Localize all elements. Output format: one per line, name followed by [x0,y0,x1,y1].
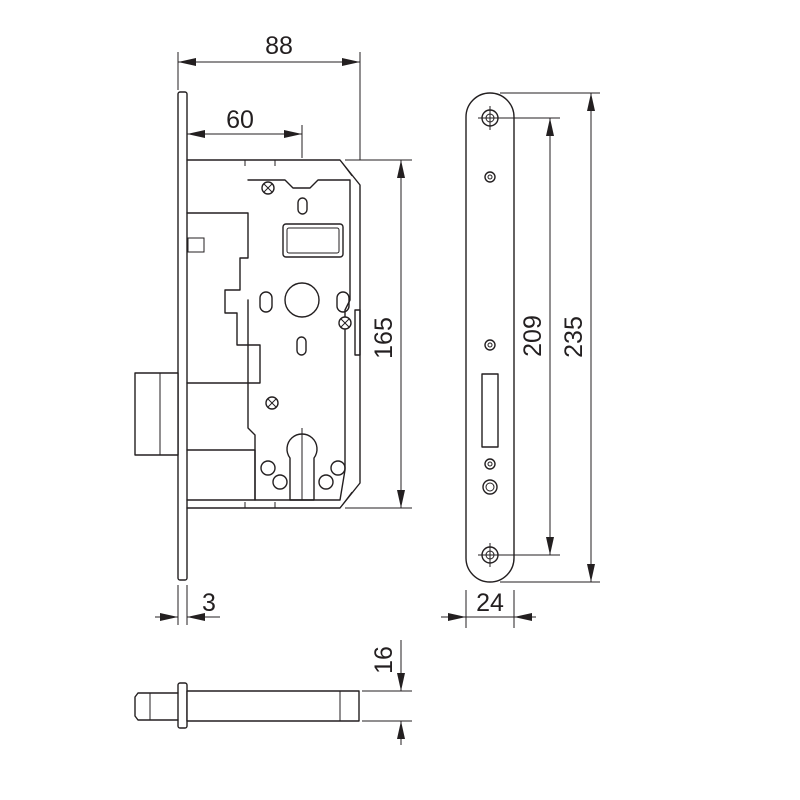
dim-width-24: 24 [441,589,536,628]
dim-thickness-3: 3 [155,585,220,625]
dim-3-label: 3 [202,589,216,617]
spindle-hole [284,282,320,318]
dim-backset-60: 60 [187,106,303,158]
faceplate-bolt-opening [481,373,499,448]
front-view [134,91,361,581]
case-screw-right [338,316,352,330]
latch-bolt [134,372,179,456]
side-stop [354,309,361,356]
side-view [134,682,360,729]
dim-60-label: 60 [226,106,254,134]
dim-209-label: 209 [519,315,547,357]
side-view-forend [177,682,188,729]
upper-slot [297,197,308,215]
lock-case-outline [186,159,361,509]
dim-88-label: 88 [265,32,293,60]
cylinder-hole [286,433,318,501]
forend-plate [177,91,188,581]
dim-depth-16: 16 [362,640,412,745]
case-screw-top [261,181,275,195]
case-screw-bottom [265,396,279,410]
dim-width-88: 88 [177,32,361,160]
latch-mechanism-profile [186,212,261,384]
dim-height-165: 165 [345,159,412,509]
dim-24-label: 24 [476,589,504,617]
dim-165-label: 165 [370,317,398,359]
dim-235-label: 235 [560,316,588,358]
faceplate-outline [465,92,515,583]
dimensions: 88 60 165 3 [155,32,600,745]
inner-plate [247,179,351,501]
deadbolt-window [282,223,344,258]
dim-length-235: 235 [500,92,600,583]
faceplate-view [465,92,515,583]
faceplate-screw-top [478,106,502,130]
faceplate-screw-bottom [478,543,502,567]
dim-screw-209: 209 [500,117,560,556]
dim-16-label: 16 [370,646,398,674]
